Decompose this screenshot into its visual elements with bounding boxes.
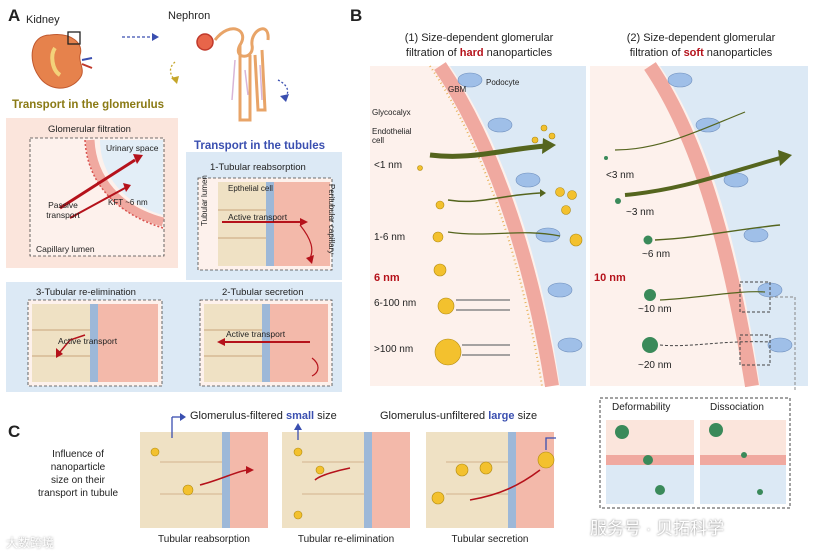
soft-size-3: ~6 nm: [642, 249, 671, 260]
glomerular-filtration-label: Glomerular filtration: [48, 124, 131, 135]
hard-size-4: >100 nm: [374, 344, 414, 355]
glomerulus-title: Transport in the glomerulus: [12, 99, 165, 111]
deformability-label: Deformability: [612, 402, 671, 413]
soft-size-1: <3 nm: [606, 170, 635, 181]
soft-title-line2: filtration of soft nanoparticles: [594, 47, 808, 59]
hard-title-suffix: nanoparticles: [483, 47, 553, 59]
reabsorption-title: 1-Tubular reabsorption: [210, 162, 306, 173]
soft-size-5: ~20 nm: [638, 360, 672, 371]
soft-size-4: ~10 nm: [638, 304, 672, 315]
endothelial-cell-label: Endothelial cell: [372, 127, 412, 145]
hard-title-prefix: filtration of: [405, 47, 460, 59]
filtered-prefix: Glomerulus-filtered: [190, 410, 286, 422]
tubule-strips: [140, 432, 554, 528]
tubular-reabsorption-label: Tubular reabsorption: [158, 534, 250, 545]
nephron-label: Nephron: [168, 10, 211, 22]
active-transport-3: Active transport: [58, 336, 118, 346]
watermark-left: 大数跨境: [6, 536, 55, 550]
unfiltered-prefix: Glomerulus-unfiltered: [380, 410, 489, 422]
filtered-small-label: Glomerulus-filtered small size: [190, 410, 337, 422]
panel-c-letter: C: [8, 422, 21, 441]
panel-a-letter: A: [8, 6, 21, 25]
reelimination-title: 3-Tubular re-elimination: [36, 287, 136, 298]
soft-cutoff: 10 nm: [592, 272, 628, 284]
dissociation-label: Dissociation: [710, 402, 764, 413]
hard-word: hard: [459, 47, 484, 59]
soft-size-2: ~3 nm: [626, 207, 655, 218]
soft-word: soft: [683, 47, 704, 59]
influence-line-3: size on their: [51, 475, 105, 486]
influence-line-1: Influence of: [52, 449, 104, 460]
epithelial-cell-label: Epthelial cell: [228, 184, 273, 193]
hard-cutoff: 6 nm: [372, 272, 402, 284]
hard-size-2: 1-6 nm: [374, 232, 406, 243]
passive-transport-label: Passive transport: [46, 200, 80, 220]
nephron-illustration: [196, 27, 270, 122]
tubular-reelimination-label: Tubular re-elimination: [297, 534, 395, 545]
hard-title-line1: (1) Size-dependent glomerular: [404, 32, 554, 44]
panel-b-letter: B: [350, 6, 363, 25]
kidney-label: Kidney: [26, 14, 60, 26]
active-transport-2: Active transport: [226, 329, 286, 339]
soft-title-line1: (2) Size-dependent glomerular: [626, 32, 776, 44]
hard-size-3: 6-100 nm: [374, 298, 417, 309]
kft-label: KFT ~6 nm: [108, 198, 148, 207]
kidney-illustration: [31, 31, 93, 89]
gbm-label: GBM: [448, 85, 467, 94]
urinary-space-label: Urinary space: [106, 143, 159, 153]
tubular-secretion-label: Tubular secretion: [451, 534, 529, 545]
filtered-suffix: size: [314, 410, 337, 422]
secretion-title: 2-Tubular secretion: [222, 287, 304, 298]
soft-title-suffix: nanoparticles: [703, 47, 773, 59]
tubules-title: Transport in the tubules: [194, 140, 325, 152]
influence-line-2: nanoparticle: [50, 462, 106, 473]
influence-line-4: transport in tubule: [37, 488, 119, 499]
small-word: small: [285, 410, 315, 422]
soft-title-prefix: filtration of: [629, 47, 684, 59]
large-word: large: [488, 410, 515, 422]
glycocalyx-label: Glycocalyx: [372, 108, 411, 117]
podocyte-label: Podocyte: [486, 78, 520, 87]
hard-title-line2: filtration of hard nanoparticles: [372, 47, 586, 59]
influence-text: Influence of nanoparticle size on their …: [28, 448, 128, 500]
watermark-right: 服务号 · 贝拓科学: [590, 519, 725, 538]
active-transport-1: Active transport: [228, 212, 288, 222]
capillary-lumen-label: Capillary lumen: [36, 244, 95, 254]
unfiltered-large-label: Glomerulus-unfiltered large size: [380, 410, 537, 422]
hard-size-1: <1 nm: [374, 160, 403, 171]
unfiltered-suffix: size: [514, 410, 538, 422]
